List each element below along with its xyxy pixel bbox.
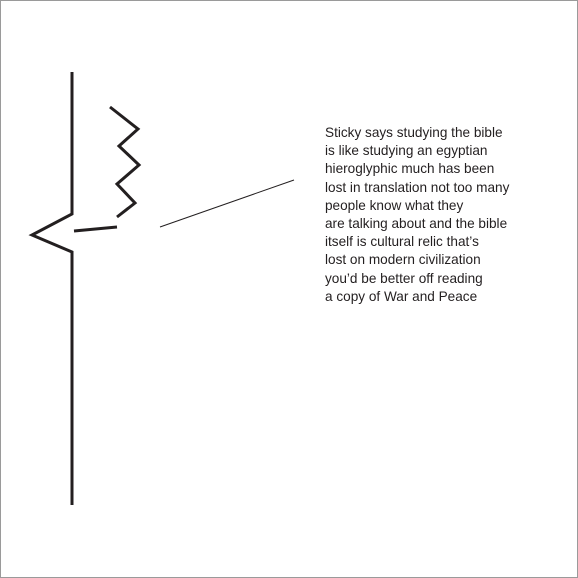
figure-zigzag-squiggle: [109, 105, 142, 219]
caption-line: you’d be better off reading: [325, 270, 483, 286]
speech-pointer-line: [159, 179, 295, 228]
caption-line: a copy of War and Peace: [325, 288, 478, 304]
caption-line: itself is cultural relic that’s: [325, 234, 479, 250]
caption-line: are talking about and the bible: [325, 216, 508, 232]
figure-body-line: [28, 72, 74, 505]
caption-line: people know what they: [325, 197, 464, 213]
caption-line: hieroglyphic much has been: [325, 161, 495, 177]
speech-caption: Sticky says studying the bible is like s…: [325, 124, 565, 306]
caption-line: lost in translation not too many: [325, 179, 510, 195]
caption-line: Sticky says studying the bible: [325, 125, 503, 140]
caption-line: lost on modern civilization: [325, 252, 481, 268]
figure-mouth-line: [73, 225, 118, 233]
caption-line: is like studying an egyptian: [325, 143, 488, 159]
